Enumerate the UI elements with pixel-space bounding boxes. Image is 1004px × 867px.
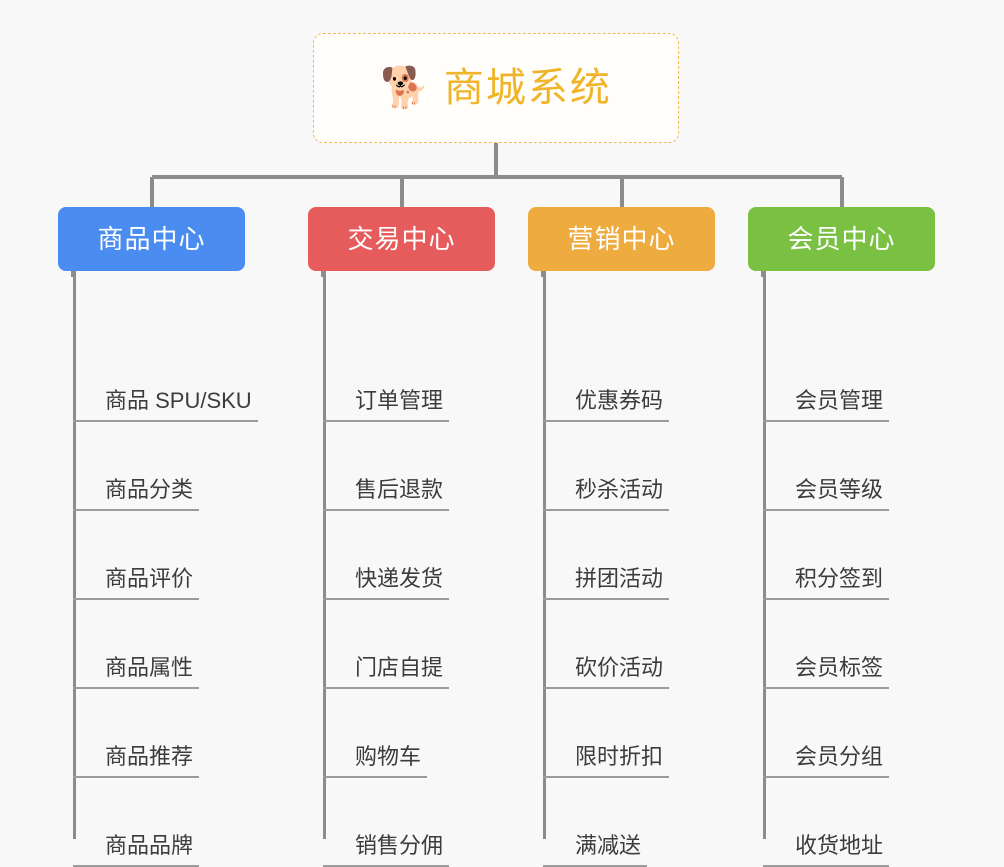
leaf-item[interactable]: 商品评价	[73, 511, 199, 600]
leaf-item[interactable]: 拼团活动	[543, 511, 669, 600]
leaf-label: 会员标签	[795, 655, 883, 680]
leaf-label: 收货地址	[795, 833, 883, 858]
root-title: 商城系统	[444, 68, 612, 108]
category-box-marketing-center[interactable]: 营销中心	[528, 207, 715, 271]
leaf-item[interactable]: 砍价活动	[543, 600, 669, 689]
category-box-trade-center[interactable]: 交易中心	[308, 207, 495, 271]
leaf-underline: 销售分佣	[323, 832, 449, 867]
leaf-underline: 商品 SPU/SKU	[73, 387, 258, 423]
category-box-product-center[interactable]: 商品中心	[58, 207, 245, 271]
leaf-item[interactable]: 优惠券码	[543, 333, 669, 422]
leaf-label: 商品品牌	[105, 833, 193, 858]
leaf-label: 会员分组	[795, 744, 883, 769]
leaf-item[interactable]: 商品分类	[73, 422, 199, 511]
leaf-label: 快递发货	[355, 566, 443, 591]
leaf-item[interactable]: 商品品牌	[73, 778, 199, 867]
leaf-item[interactable]: 秒杀活动	[543, 422, 669, 511]
leaf-label: 满减送	[575, 833, 641, 858]
leaf-label: 门店自提	[355, 655, 443, 680]
category-label: 商品中心	[97, 226, 205, 252]
leaf-underline: 砍价活动	[543, 654, 669, 690]
leaf-label: 拼团活动	[575, 566, 663, 591]
leaf-label: 商品属性	[105, 655, 193, 680]
leaf-underline: 门店自提	[323, 654, 449, 690]
leaf-item[interactable]: 门店自提	[323, 600, 449, 689]
leaf-item[interactable]: 商品推荐	[73, 689, 199, 778]
leaf-underline: 会员等级	[763, 476, 889, 512]
leaf-underline: 满减送	[543, 832, 647, 867]
leaf-label: 销售分佣	[355, 833, 443, 858]
leaf-underline: 商品推荐	[73, 743, 199, 779]
category-label: 营销中心	[567, 226, 675, 252]
leaf-item[interactable]: 满减送	[543, 778, 647, 867]
leaf-item[interactable]: 快递发货	[323, 511, 449, 600]
root-node[interactable]: 🐕 商城系统	[313, 33, 679, 143]
leaf-item[interactable]: 商品 SPU/SKU	[73, 333, 258, 422]
leaf-label: 会员等级	[795, 477, 883, 502]
leaf-underline: 会员管理	[763, 387, 889, 423]
category-label: 交易中心	[347, 226, 455, 252]
leaf-label: 限时折扣	[575, 744, 663, 769]
category-label: 会员中心	[787, 226, 895, 252]
leaf-label: 积分签到	[795, 566, 883, 591]
leaf-underline: 收货地址	[763, 832, 889, 867]
leaf-underline: 订单管理	[323, 387, 449, 423]
leaf-underline: 会员分组	[763, 743, 889, 779]
leaf-item[interactable]: 订单管理	[323, 333, 449, 422]
leaf-underline: 商品品牌	[73, 832, 199, 867]
leaf-underline: 限时折扣	[543, 743, 669, 779]
leaf-item[interactable]: 限时折扣	[543, 689, 669, 778]
leaf-item[interactable]: 会员标签	[763, 600, 889, 689]
leaf-underline: 售后退款	[323, 476, 449, 512]
leaf-item[interactable]: 商品属性	[73, 600, 199, 689]
leaf-label: 商品评价	[105, 566, 193, 591]
leaf-label: 商品分类	[105, 477, 193, 502]
leaf-underline: 商品属性	[73, 654, 199, 690]
leaf-label: 会员管理	[795, 388, 883, 413]
shiba-dog-icon: 🐕	[380, 68, 430, 108]
category-box-member-center[interactable]: 会员中心	[748, 207, 935, 271]
leaf-item[interactable]: 会员分组	[763, 689, 889, 778]
leaf-underline: 商品分类	[73, 476, 199, 512]
leaf-label: 订单管理	[355, 388, 443, 413]
leaf-underline: 积分签到	[763, 565, 889, 601]
leaf-label: 砍价活动	[575, 655, 663, 680]
leaf-underline: 会员标签	[763, 654, 889, 690]
leaf-label: 商品 SPU/SKU	[105, 388, 252, 413]
leaf-underline: 购物车	[323, 743, 427, 779]
leaf-underline: 快递发货	[323, 565, 449, 601]
leaf-item[interactable]: 收货地址	[763, 778, 889, 867]
leaf-underline: 优惠券码	[543, 387, 669, 423]
leaf-label: 购物车	[355, 744, 421, 769]
leaf-label: 秒杀活动	[575, 477, 663, 502]
leaf-underline: 商品评价	[73, 565, 199, 601]
leaf-underline: 拼团活动	[543, 565, 669, 601]
leaf-underline: 秒杀活动	[543, 476, 669, 512]
leaf-item[interactable]: 会员等级	[763, 422, 889, 511]
leaf-label: 优惠券码	[575, 388, 663, 413]
leaf-item[interactable]: 销售分佣	[323, 778, 449, 867]
leaf-item[interactable]: 购物车	[323, 689, 427, 778]
leaf-item[interactable]: 会员管理	[763, 333, 889, 422]
leaf-item[interactable]: 积分签到	[763, 511, 889, 600]
leaf-label: 商品推荐	[105, 744, 193, 769]
leaf-label: 售后退款	[355, 477, 443, 502]
leaf-item[interactable]: 售后退款	[323, 422, 449, 511]
